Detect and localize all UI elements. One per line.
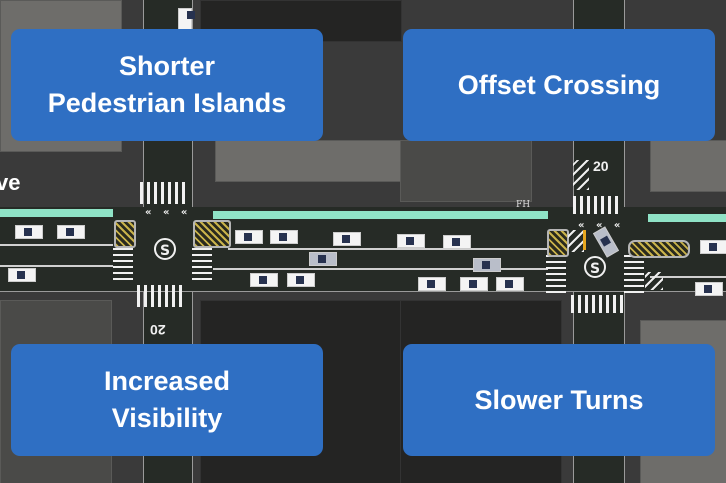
bike-lane bbox=[213, 211, 548, 219]
callout-line: Visibility bbox=[111, 403, 223, 433]
building bbox=[400, 140, 532, 202]
car bbox=[287, 273, 315, 287]
callout-offset-crossing: Offset Crossing bbox=[403, 29, 715, 141]
callout-line: Slower Turns bbox=[474, 384, 644, 415]
speed-marking: 20 bbox=[593, 158, 609, 174]
speed-marking: 20 bbox=[150, 322, 166, 338]
car bbox=[695, 282, 723, 296]
callout-increased-visibility: Increased Visibility bbox=[11, 344, 323, 456]
car bbox=[443, 235, 471, 249]
lane-line bbox=[228, 248, 548, 250]
car bbox=[8, 268, 36, 282]
pedestrian-island bbox=[193, 220, 231, 248]
car bbox=[496, 277, 524, 291]
crosswalk bbox=[624, 255, 644, 293]
hatch-marking bbox=[568, 230, 584, 252]
street-name-label: ve bbox=[0, 170, 21, 195]
car bbox=[700, 240, 726, 254]
car bbox=[235, 230, 263, 244]
curb bbox=[0, 291, 726, 292]
lane-line bbox=[0, 244, 113, 246]
signal-icon: S bbox=[154, 238, 176, 260]
lane-line bbox=[0, 265, 113, 267]
car bbox=[270, 230, 298, 244]
lane-line bbox=[650, 276, 726, 278]
lane-line bbox=[213, 268, 548, 270]
crosswalk bbox=[573, 196, 621, 214]
car bbox=[473, 258, 501, 272]
building bbox=[650, 140, 726, 192]
callout-line: Increased bbox=[103, 366, 231, 396]
callout-slower-turns: Slower Turns bbox=[403, 344, 715, 456]
car bbox=[57, 225, 85, 239]
crosswalk bbox=[113, 248, 133, 284]
callout-shorter-pedestrian-islands: Shorter Pedestrian Islands bbox=[11, 29, 323, 141]
crosswalk bbox=[571, 295, 623, 313]
yellow-curb-marking bbox=[583, 230, 586, 250]
crosswalk bbox=[546, 255, 566, 295]
car bbox=[309, 252, 337, 266]
car bbox=[178, 8, 195, 30]
callout-line: Shorter bbox=[118, 51, 216, 81]
chevron-marking: « « « bbox=[145, 207, 192, 218]
car bbox=[397, 234, 425, 248]
crosswalk bbox=[192, 248, 212, 284]
bike-lane bbox=[648, 214, 726, 222]
car bbox=[460, 277, 488, 291]
bike-lane bbox=[0, 209, 113, 217]
crosswalk bbox=[137, 285, 185, 307]
car bbox=[418, 277, 446, 291]
car bbox=[333, 232, 361, 246]
signal-icon: S bbox=[584, 256, 606, 278]
car bbox=[15, 225, 43, 239]
pedestrian-island bbox=[547, 229, 569, 257]
hatch-marking bbox=[573, 160, 589, 190]
car bbox=[250, 273, 278, 287]
crosswalk bbox=[140, 182, 185, 204]
hatch-marking bbox=[645, 272, 663, 290]
hydrant-label: FH bbox=[516, 200, 531, 210]
pedestrian-island bbox=[628, 240, 690, 258]
chevron-marking: « « « bbox=[578, 220, 625, 231]
callout-line: Offset Crossing bbox=[457, 69, 661, 100]
callout-line: Pedestrian Islands bbox=[47, 88, 287, 118]
building bbox=[215, 140, 402, 182]
pedestrian-island bbox=[114, 220, 136, 248]
